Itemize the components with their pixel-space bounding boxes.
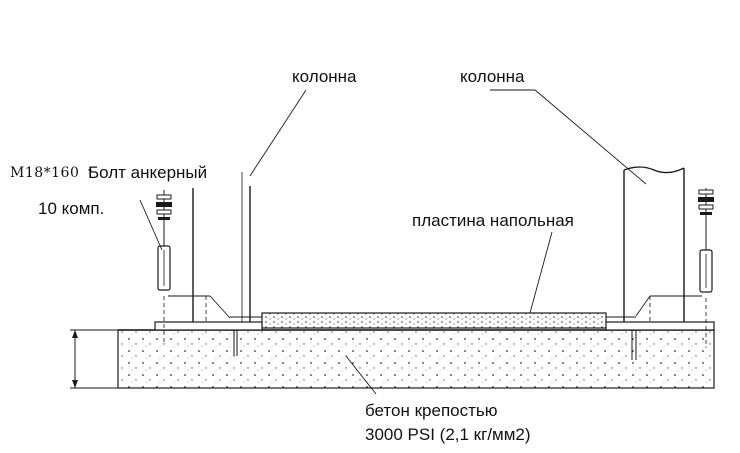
left-column <box>192 172 251 322</box>
right-column <box>623 166 685 322</box>
reference-lines <box>163 296 707 348</box>
label-bolt-name: Болт анкерный <box>88 163 208 182</box>
label-column-left: колонна <box>292 67 357 86</box>
label-bolt-count: 10 комп. <box>38 199 105 218</box>
label-concrete-strength: бетон крепостью <box>365 401 498 420</box>
concrete-slab <box>70 329 715 389</box>
detail-ticks <box>168 295 702 319</box>
right-base-plate <box>605 316 715 331</box>
leader-lines <box>88 89 647 395</box>
label-bolt-spec: M18*160 <box>10 165 80 181</box>
embedded-rods <box>233 330 637 360</box>
label-concrete-psi: 3000 PSI (2,1 кг/мм2) <box>365 425 531 444</box>
right-anchor-bolt <box>698 188 714 293</box>
label-column-right: колонна <box>460 67 525 86</box>
slab-thickness-dimension <box>72 330 78 388</box>
floor-plate <box>261 312 607 329</box>
left-anchor-bolt <box>156 190 172 291</box>
label-floor-plate: пластина напольная <box>412 211 574 230</box>
left-base-plate <box>154 316 263 331</box>
